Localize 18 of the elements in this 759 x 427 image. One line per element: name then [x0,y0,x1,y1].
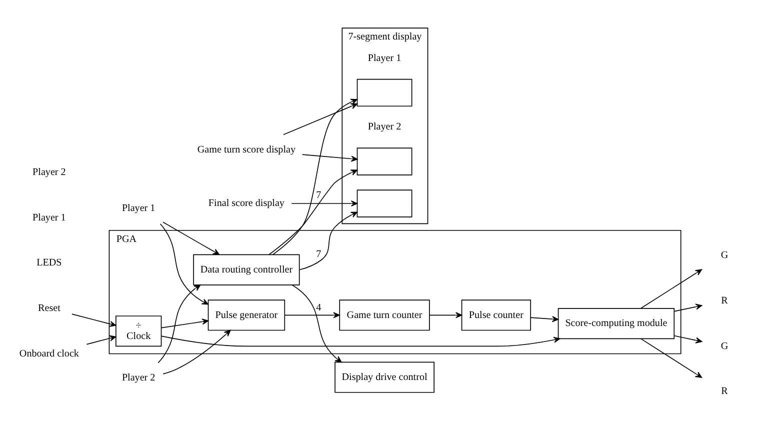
label: Player 1 [32,212,66,223]
node-text: Player 1 [122,202,156,214]
node-text: Reset [38,302,60,314]
edge-label: 7 [316,190,322,201]
label: Player 2 [32,166,66,178]
label: LEDS [36,257,62,268]
node-text: R [721,386,728,397]
node-label: Player 2 [368,121,402,132]
node-text: Game turn score display [197,144,296,155]
edge-label: 4 [316,302,322,314]
node-text: Onboard clock [19,348,79,359]
node-text: G [720,340,728,352]
node-text: R [721,294,728,306]
edge-label: 7 [316,248,322,260]
node-label: Player 1 [368,52,402,64]
node-text: G [720,250,728,261]
node-text: Player 2 [122,372,156,384]
node-text: Final score display [208,198,284,209]
